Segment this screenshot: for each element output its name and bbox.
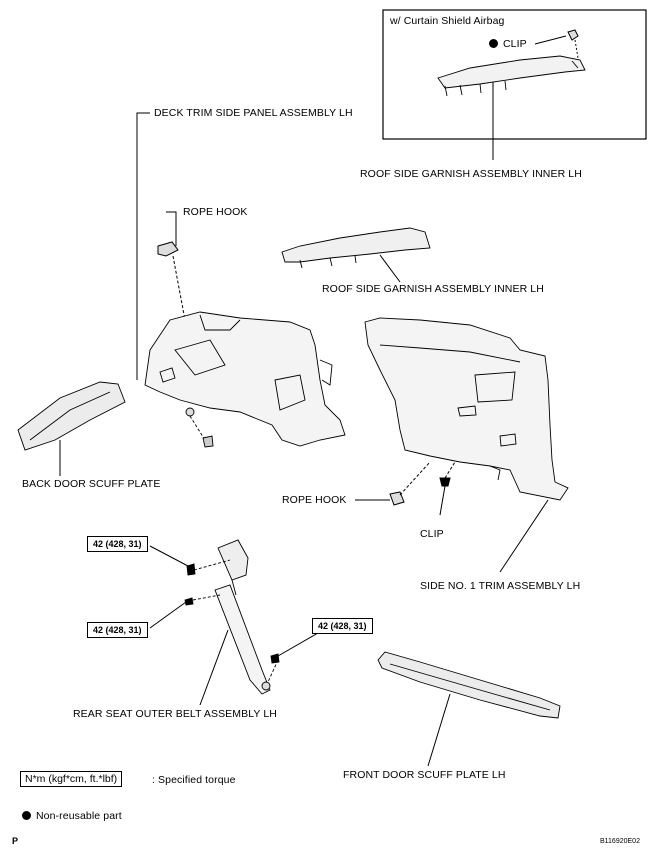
inset-clip-label: CLIP: [503, 38, 527, 50]
rope-hook-mid-part: [355, 461, 431, 506]
rear-belt-leader: [199, 629, 229, 706]
inset-title: w/ Curtain Shield Airbag: [390, 15, 505, 27]
torque-spec-2: 42 (428, 31): [87, 622, 148, 638]
torque-spec-1: 42 (428, 31): [87, 536, 148, 552]
roof-garnish-main-part: [281, 227, 431, 269]
inset-clip-nonreusable-dot: [489, 39, 498, 48]
page-mark: P: [12, 836, 19, 846]
rope-hook-top-label: ROPE HOOK: [183, 206, 248, 218]
rear-belt-label: REAR SEAT OUTER BELT ASSEMBLY LH: [73, 708, 277, 720]
front-door-scuff-leader: [427, 693, 451, 767]
torque-2-leader: [149, 601, 187, 629]
torque-legend-box: N*m (kgf*cm, ft.*lbf): [20, 771, 123, 787]
back-door-scuff-part: [17, 381, 126, 451]
nonreusable-legend-dot: [22, 811, 31, 820]
rope-hook-top-part: [157, 211, 186, 321]
front-door-scuff-part: [377, 651, 561, 719]
inset-frame: [382, 9, 647, 140]
side-trim-panel-part: [364, 317, 569, 501]
clip-mid-part: [439, 461, 456, 516]
nonreusable-legend-label: Non-reusable part: [36, 810, 122, 822]
deck-trim-panel-part: [144, 311, 346, 448]
rope-hook-mid-label: ROPE HOOK: [282, 494, 347, 506]
deck-trim-leader: [136, 112, 150, 380]
inset-clip-part: [567, 29, 579, 59]
rear-belt-part: [184, 539, 280, 695]
clip-mid-label: CLIP: [420, 528, 444, 540]
roof-garnish-main-label: ROOF SIDE GARNISH ASSEMBLY INNER LH: [322, 283, 544, 295]
deck-trim-label: DECK TRIM SIDE PANEL ASSEMBLY LH: [154, 107, 353, 119]
back-door-scuff-label: BACK DOOR SCUFF PLATE: [22, 478, 161, 490]
front-door-scuff-label: FRONT DOOR SCUFF PLATE LH: [343, 769, 506, 781]
inset-clip-leader: [534, 35, 567, 45]
roof-garnish-leader: [379, 254, 401, 283]
figure-id: B116920E02: [600, 838, 640, 845]
torque-spec-3: 42 (428, 31): [312, 618, 373, 634]
torque-1-leader: [149, 545, 189, 567]
side-trim-leader: [499, 499, 549, 573]
torque-3-leader: [277, 632, 319, 657]
inset-roof-garnish-part: [437, 55, 586, 97]
inset-roof-garnish-label: ROOF SIDE GARNISH ASSEMBLY INNER LH: [360, 168, 582, 180]
torque-legend-desc: : Specified torque: [152, 774, 236, 786]
side-trim-label: SIDE NO. 1 TRIM ASSEMBLY LH: [420, 580, 581, 592]
